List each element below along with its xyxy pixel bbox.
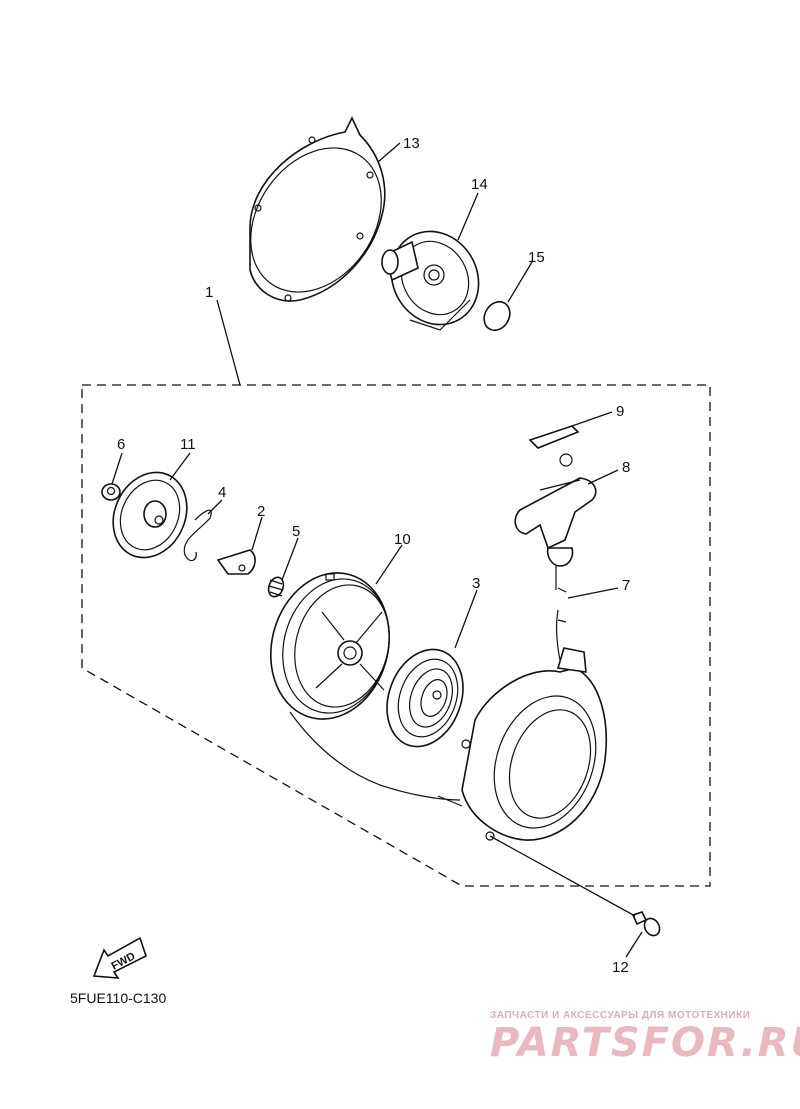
part-6-nut [101, 483, 121, 501]
part-9-grip-cap [528, 425, 580, 449]
part-2-pawl [216, 549, 256, 575]
fwd-arrow-icon: FWD [92, 936, 147, 979]
part-8-starter-handle [514, 453, 597, 567]
callout-2: 2 [257, 503, 265, 520]
callout-6: 6 [117, 436, 125, 453]
watermark-logo: PARTSFOR.RU [490, 1020, 800, 1066]
leader-lines [111, 142, 643, 958]
part-7-starter-rope [289, 562, 561, 801]
callout-9: 9 [616, 403, 624, 420]
callout-11: 11 [180, 436, 196, 453]
part-3-recoil-spring [386, 648, 464, 748]
part-15-o-ring [483, 300, 511, 332]
part-4-spring-clip [183, 509, 212, 562]
part-13-gasket [249, 116, 386, 302]
part-10-reel [269, 572, 391, 720]
part-1-starter-case [461, 647, 608, 841]
callout-7: 7 [622, 577, 630, 594]
part-14-drive-pulley [381, 230, 480, 331]
callout-14: 14 [471, 176, 488, 193]
callout-15: 15 [528, 249, 545, 266]
callout-12: 12 [612, 959, 629, 976]
part-11-drive-plate [112, 471, 188, 559]
callout-4: 4 [218, 484, 226, 501]
drawing-code: 5FUE110-C130 [70, 990, 167, 1006]
callout-3: 3 [472, 575, 480, 592]
part-12-bolt [631, 911, 661, 937]
part-5-spring [267, 576, 285, 598]
callout-8: 8 [622, 459, 630, 476]
callout-1: 1 [205, 284, 213, 301]
assembly-boundary [81, 384, 711, 887]
callout-10: 10 [394, 531, 411, 548]
callout-13: 13 [403, 135, 420, 152]
watermark-tagline: ЗАПЧАСТИ И АКСЕССУАРЫ ДЛЯ МОТОТЕХНИКИ [490, 1010, 751, 1021]
callout-5: 5 [292, 523, 300, 540]
callout-labels: 1 2 3 4 5 6 7 8 9 10 11 12 13 14 15 [117, 135, 630, 976]
